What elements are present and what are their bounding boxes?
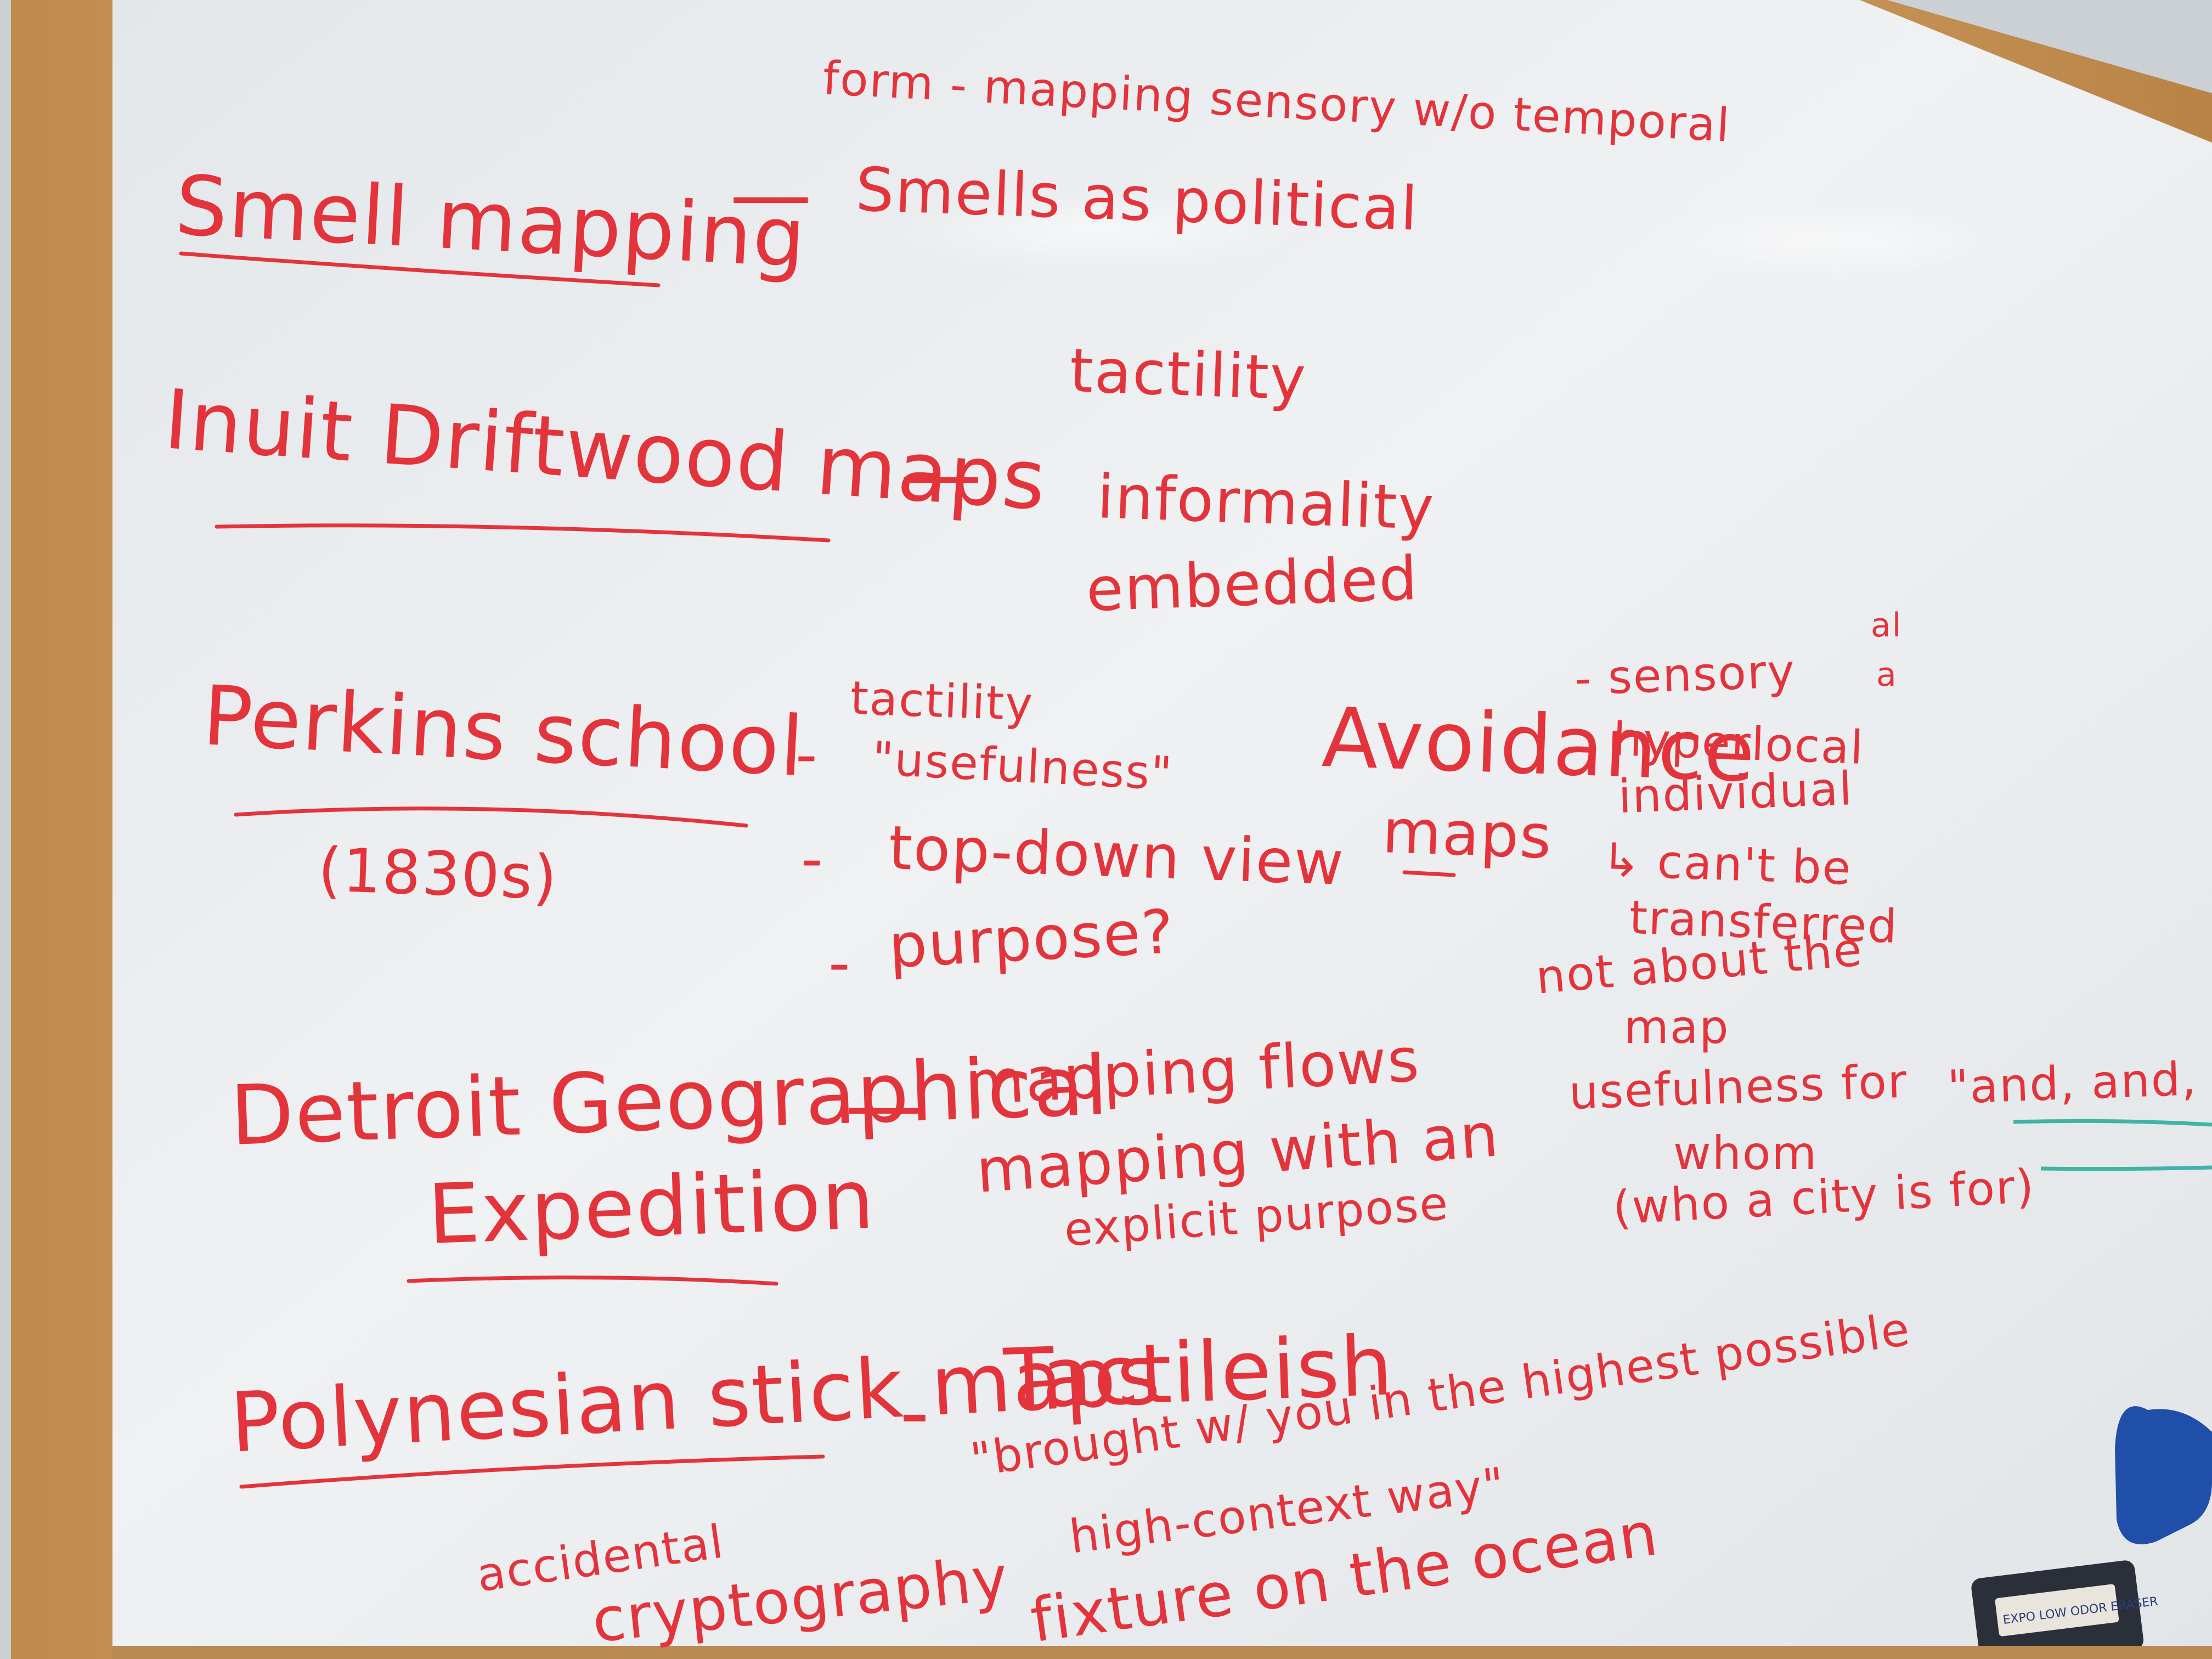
note-informality: informality (1096, 461, 1436, 544)
note-sensory: - sensory (1573, 644, 1797, 706)
note-smells-political: Smells as political (854, 154, 1420, 244)
note-edge-al: al (1871, 606, 1903, 645)
note-perkins-tactility: tactility (849, 671, 1035, 731)
board-surface (112, 0, 2212, 1659)
note-top-down-view: top-down view (887, 812, 1346, 899)
underline-inuit (215, 523, 831, 543)
underlines (179, 251, 1456, 1489)
teal-underline (2013, 1119, 2212, 1127)
underline-polynesian (239, 1454, 825, 1489)
note-and-and: "and, and, and (1946, 1048, 2212, 1114)
note-perkins-dash-3: - (828, 928, 851, 998)
underline-perkins (234, 806, 748, 828)
note-individual: individual (1617, 761, 1854, 823)
note-polynesian-dash: - (900, 1365, 931, 1460)
note-cant-be: ↳ can't be (1601, 833, 1853, 895)
note-usefulness-for: usefulness for (1568, 1054, 1909, 1120)
note-edge-a: a (1876, 656, 1898, 694)
marker-hook-icon (2115, 1406, 2212, 1544)
note-perkins-dash-1: - (795, 719, 819, 789)
light-glare (889, 189, 1306, 272)
note-perkins-years: (1830s) (317, 834, 560, 913)
note-expedition: Expedition (426, 1152, 877, 1263)
note-purpose: purpose? (887, 896, 1176, 981)
note-embedded: embedded (1085, 543, 1420, 625)
note-avoidance-maps: maps (1381, 796, 1554, 872)
note-inuit-dash: — (900, 427, 983, 522)
light-glare (1662, 203, 2013, 280)
note-smells-dash: — (730, 147, 813, 242)
underline-smell-mapping (179, 251, 661, 287)
eraser-label-panel (1995, 1584, 2119, 1637)
marker-tray (112, 1646, 2212, 1659)
underline-detroit (407, 1276, 778, 1286)
teal-underline (2040, 1165, 2212, 1171)
note-perkins-dash-2: - (801, 823, 824, 894)
underline-avoidance (1402, 870, 1456, 877)
note-map: map (1624, 1000, 1730, 1054)
note-detroit-dash: — (845, 1058, 928, 1153)
note-tactility-1: tactility (1068, 335, 1308, 414)
note-whom: whom (1673, 1126, 1818, 1180)
